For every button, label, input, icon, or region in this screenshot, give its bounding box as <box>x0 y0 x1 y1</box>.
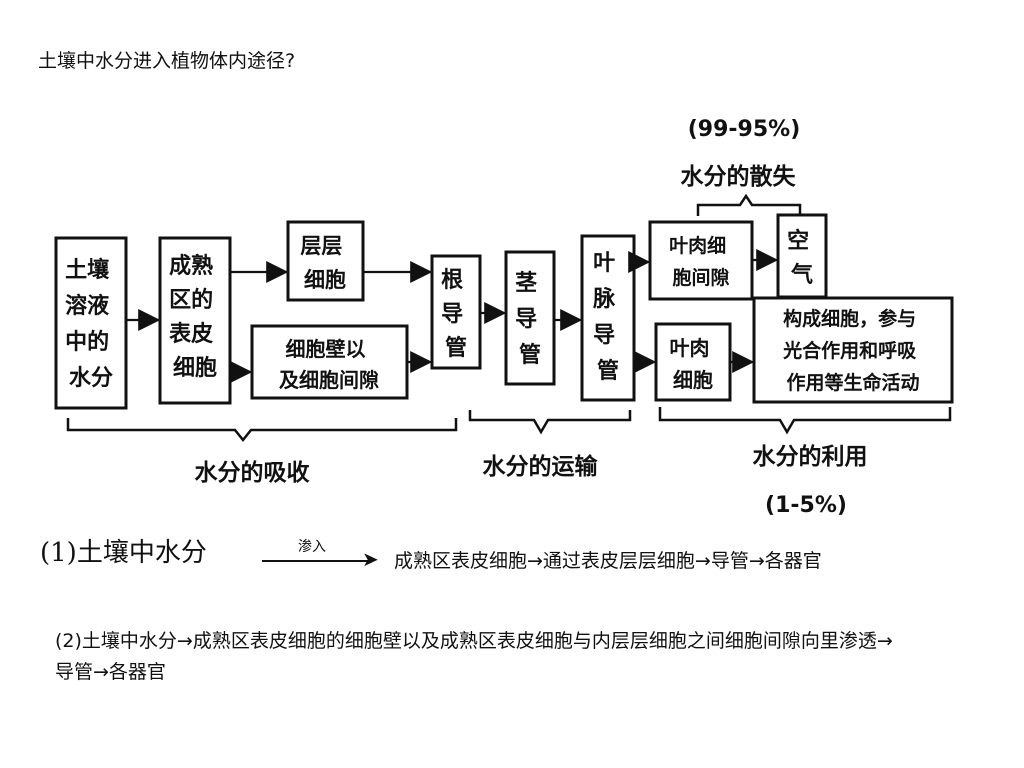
box-mesophyll-cell <box>654 322 732 402</box>
brace-water-absorb <box>66 418 458 443</box>
path2-text: (2)土壤中水分→成熟区表皮细胞的细胞壁以及成熟区表皮细胞与内层层细胞之间细胞间… <box>55 630 893 683</box>
label-water-absorb: 水分的吸收 <box>195 459 310 486</box>
text-air: 空 气 <box>787 228 817 288</box>
path1-arrow-shaft <box>262 560 370 562</box>
text-vein-vessel: 叶 脉 导 管 <box>592 251 623 384</box>
label-use-percent: (1-5%) <box>765 493 847 518</box>
brace-water-loss <box>696 193 802 216</box>
box-water-use <box>752 296 954 404</box>
path1-rest: 成熟区表皮细胞→通过表皮层层细胞→导管→各器官 <box>394 550 822 572</box>
water-path-diagram: 土壤 溶液 中的 水分 成熟 区的 表皮 细胞 层层 细胞 细胞壁以 及细胞间隙… <box>54 117 954 518</box>
brace-water-use <box>658 407 952 435</box>
box-vein-vessel <box>580 234 636 402</box>
box-air <box>776 213 828 299</box>
label-water-transport: 水分的运输 <box>483 453 599 480</box>
question-title: 土壤中水分进入植物体内途径? <box>38 50 296 72</box>
path1-start: (1)土壤中水分 <box>40 538 207 568</box>
text-layer-cells: 层层 细胞 <box>300 234 349 292</box>
text-root-vessel: 根 导 管 <box>441 268 471 361</box>
text-mesophyll-cell: 叶肉 细胞 <box>670 336 717 392</box>
brace-water-transport <box>468 410 632 435</box>
text-epidermis: 成熟 区的 表皮 细胞 <box>169 253 221 381</box>
path1-arrow-head-icon: ➤ <box>362 547 379 571</box>
text-cell-wall: 细胞壁以 及细胞间隙 <box>279 337 379 392</box>
box-soil-solution <box>54 236 128 410</box>
label-water-loss: 水分的散失 <box>681 163 797 190</box>
label-water-use: 水分的利用 <box>753 443 868 470</box>
text-soil: 土壤 溶液 中的 水分 <box>65 257 117 391</box>
label-loss-percent: (99-95%) <box>688 117 801 142</box>
path1-over-arrow-label: 渗入 <box>298 539 326 555</box>
box-epidermis-cell <box>158 236 232 405</box>
box-root-vessel <box>430 254 482 370</box>
text-water-use: 构成细胞，参与 光合作用和呼吸 作用等生命活动 <box>782 307 923 394</box>
text-stem-vessel: 茎 导 管 <box>515 270 545 368</box>
text-mesophyll-space: 叶肉细 胞间隙 <box>669 234 733 289</box>
box-mesophyll-space <box>648 220 754 301</box>
